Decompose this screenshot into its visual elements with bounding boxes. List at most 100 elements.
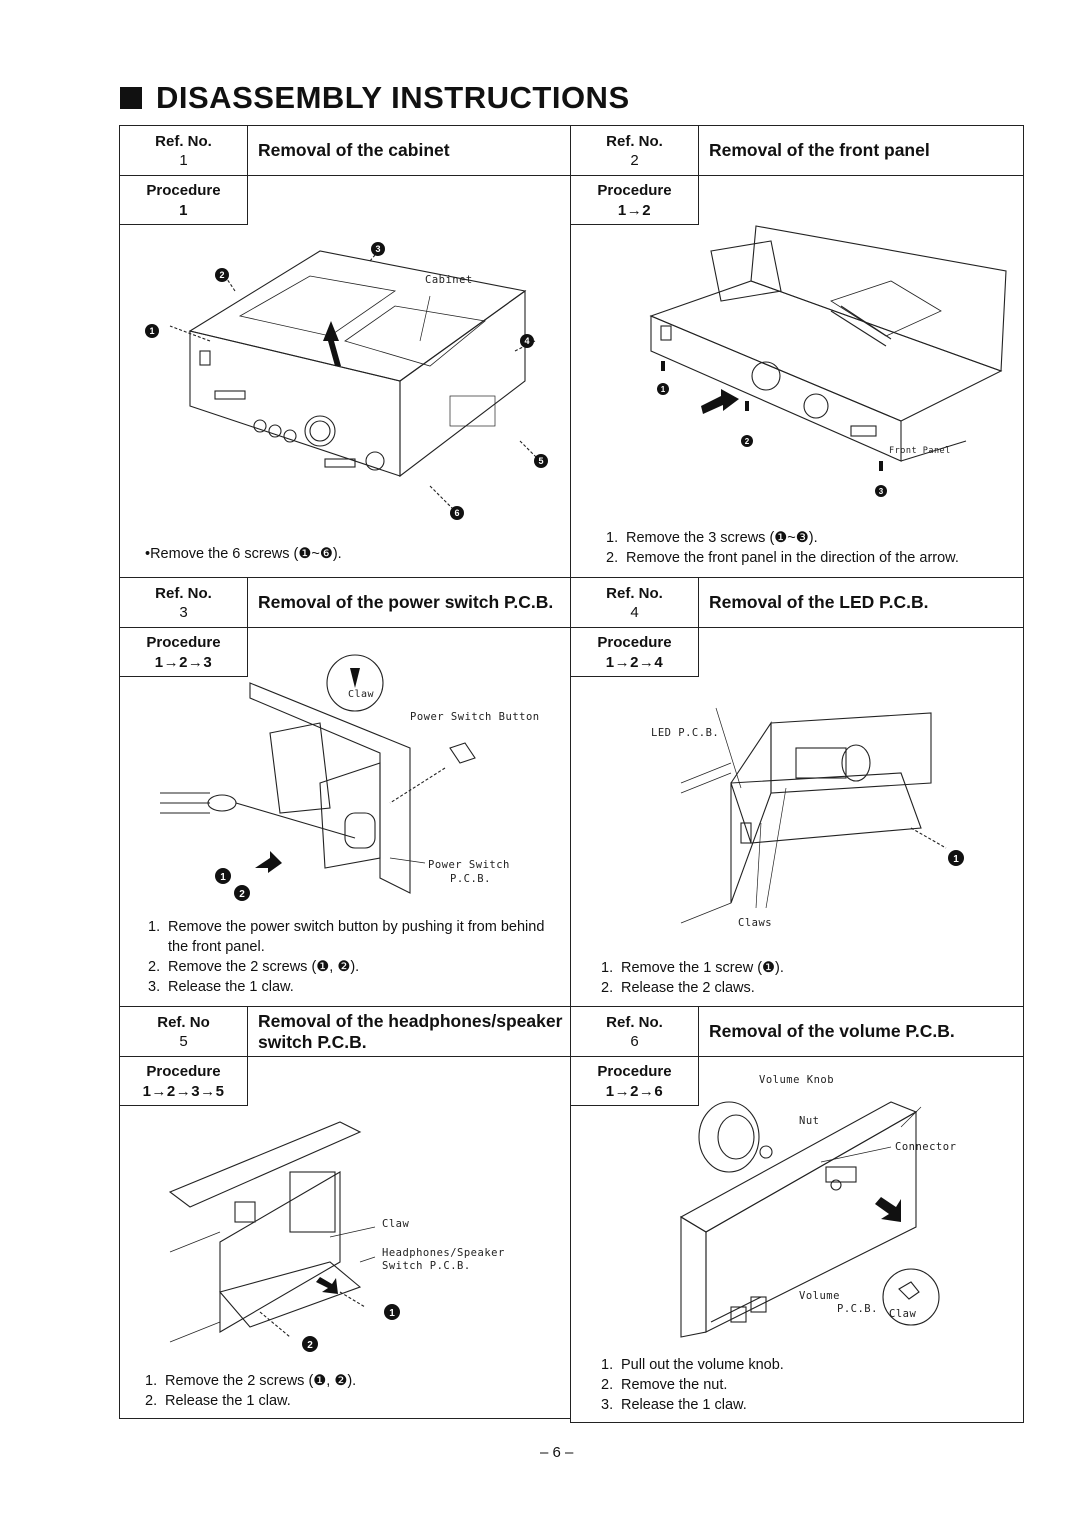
ref-box: Ref. No. 2 xyxy=(571,126,699,176)
panel-removal-power-switch-pcb: Ref. No. 3 Removal of the power switch P… xyxy=(119,577,571,1007)
procedure-label: Procedure xyxy=(146,634,221,651)
bullet-square-icon xyxy=(120,87,142,109)
steps-list: 1.Pull out the volume knob. 2.Remove the… xyxy=(601,1355,784,1415)
label-switch-pcb: Switch P.C.B. xyxy=(382,1260,471,1272)
procedure-sequence: 1→2→6 xyxy=(605,1083,664,1100)
step-text: Remove the power switch button by pushin… xyxy=(168,919,545,955)
ref-number: 6 xyxy=(630,1033,639,1050)
procedure-label: Procedure xyxy=(146,182,221,199)
label-claw: Claw xyxy=(889,1308,917,1320)
step-item: 2.Release the 2 claws. xyxy=(601,980,755,996)
step-item: 1.Remove the power switch button by push… xyxy=(148,917,548,957)
procedure-label: Procedure xyxy=(597,182,672,199)
step-item: 1.Pull out the volume knob. xyxy=(601,1357,784,1373)
power-switch-illustration: 1 2 xyxy=(160,654,476,901)
label-pcb: P.C.B. xyxy=(450,873,491,885)
procedure-sequence: 1→2→3→5 xyxy=(142,1083,225,1100)
panel-removal-front-panel: Ref. No. 2 Removal of the front panel Pr… xyxy=(570,125,1024,578)
callout-1: 1 xyxy=(149,326,154,336)
label-connector: Connector xyxy=(895,1141,957,1153)
step-item: 1.Remove the 2 screws (❶, ❷). xyxy=(145,1373,357,1389)
step-item: 2.Release the 1 claw. xyxy=(145,1393,291,1409)
callout-2: 2 xyxy=(219,270,224,280)
step-text: •Remove the 6 screws (❶~❻). xyxy=(145,546,342,562)
page-title-text: DISASSEMBLY INSTRUCTIONS xyxy=(156,80,630,115)
ref-number: 5 xyxy=(179,1033,188,1050)
step-text: Remove the front panel in the direction … xyxy=(626,550,959,566)
procedure-label: Procedure xyxy=(597,634,672,651)
ref-label: Ref. No. xyxy=(606,133,663,150)
label-volume-knob: Volume Knob xyxy=(759,1074,835,1086)
front-panel-illustration: 1 2 3 xyxy=(649,225,1007,497)
ref-label: Ref. No xyxy=(157,1014,210,1031)
ref-label: Ref. No. xyxy=(606,1014,663,1031)
panel-heading: Removal of the power switch P.C.B. xyxy=(248,578,570,628)
callout-3: 3 xyxy=(879,487,884,496)
step-text: Remove the nut. xyxy=(621,1377,728,1393)
label-power-switch: Power Switch xyxy=(428,859,510,871)
step-text: Remove the 3 screws (❶~❸). xyxy=(626,530,818,546)
step-text: Release the 1 claw. xyxy=(621,1397,747,1413)
ref-label: Ref. No. xyxy=(155,133,212,150)
step-text: Remove the 2 screws (❶, ❷). xyxy=(168,959,360,975)
step-item: 2.Remove the 2 screws (❶, ❷). xyxy=(148,959,360,975)
callout-5: 5 xyxy=(538,456,543,466)
callout-2: 2 xyxy=(307,1340,313,1351)
step-item: •Remove the 6 screws (❶~❻). xyxy=(145,544,342,564)
label-volume: Volume xyxy=(799,1290,840,1302)
procedure-sequence: 1→2→3 xyxy=(154,654,213,671)
procedure-box: Procedure 1→2→3→5 xyxy=(120,1057,248,1106)
step-item: 1.Remove the 3 screws (❶~❸). xyxy=(606,530,818,546)
ref-label: Ref. No. xyxy=(606,585,663,602)
callout-6: 6 xyxy=(454,508,459,518)
ref-box: Ref. No. 3 xyxy=(120,578,248,628)
ref-box: Ref. No 5 xyxy=(120,1007,248,1057)
panel-removal-volume-pcb: Ref. No. 6 Removal of the volume P.C.B. … xyxy=(570,1006,1024,1423)
step-text: Pull out the volume knob. xyxy=(621,1357,784,1373)
procedure-box: Procedure 1→2 xyxy=(571,176,699,225)
procedure-box: Procedure 1→2→4 xyxy=(571,628,699,677)
callout-1: 1 xyxy=(953,854,959,865)
panel-removal-headphones-speaker-pcb: Ref. No 5 Removal of the headphones/spea… xyxy=(119,1006,571,1419)
callout-1: 1 xyxy=(389,1308,395,1319)
label-volume-pcb: P.C.B. xyxy=(837,1303,878,1315)
label-claw: Claw xyxy=(382,1218,410,1230)
step-item: 2.Remove the nut. xyxy=(601,1377,728,1393)
ref-box: Ref. No. 6 xyxy=(571,1007,699,1057)
label-nut: Nut xyxy=(799,1115,820,1127)
step-text: Release the 1 claw. xyxy=(165,1393,291,1409)
callout-1: 1 xyxy=(661,385,666,394)
steps-list: •Remove the 6 screws (❶~❻). xyxy=(145,544,342,564)
cabinet-illustration: 3 2 1 4 5 6 xyxy=(145,242,548,520)
panel-removal-led-pcb: Ref. No. 4 Removal of the LED P.C.B. Pro… xyxy=(570,577,1024,1007)
steps-list: 1.Remove the 2 screws (❶, ❷). 2.Release … xyxy=(145,1371,356,1411)
procedure-sequence: 1 xyxy=(179,202,188,219)
steps-list: 1.Remove the 1 screw (❶). 2.Release the … xyxy=(601,958,784,998)
panel-heading: Removal of the front panel xyxy=(699,126,1023,176)
ref-label: Ref. No. xyxy=(155,585,212,602)
ref-number: 2 xyxy=(630,152,639,169)
ref-number: 4 xyxy=(630,604,639,621)
steps-list: 1.Remove the power switch button by push… xyxy=(148,917,548,997)
label-headphones-speaker: Headphones/Speaker xyxy=(382,1247,505,1259)
procedure-box: Procedure 1→2→3 xyxy=(120,628,248,677)
panel-heading: Removal of the cabinet xyxy=(248,126,570,176)
label-power-switch-button: Power Switch Button xyxy=(410,711,540,723)
step-item: 2.Remove the front panel in the directio… xyxy=(606,550,959,566)
callout-1: 1 xyxy=(220,872,226,883)
ref-box: Ref. No. 4 xyxy=(571,578,699,628)
page-title: DISASSEMBLY INSTRUCTIONS xyxy=(120,80,630,116)
procedure-box: Procedure 1 xyxy=(120,176,248,225)
panel-removal-cabinet: Ref. No. 1 Removal of the cabinet Proced… xyxy=(119,125,571,578)
page-number: – 6 – xyxy=(540,1444,574,1461)
ref-number: 3 xyxy=(179,604,188,621)
procedure-sequence: 1→2 xyxy=(617,202,652,219)
step-text: Remove the 2 screws (❶, ❷). xyxy=(165,1373,357,1389)
panel-heading: Removal of the headphones/speaker switch… xyxy=(248,1007,570,1057)
procedure-label: Procedure xyxy=(146,1063,221,1080)
callout-2: 2 xyxy=(745,437,750,446)
step-text: Release the 1 claw. xyxy=(168,979,294,995)
step-text: Remove the 1 screw (❶). xyxy=(621,960,784,976)
procedure-box: Procedure 1→2→6 xyxy=(571,1057,699,1106)
step-item: 3.Release the 1 claw. xyxy=(148,979,294,995)
